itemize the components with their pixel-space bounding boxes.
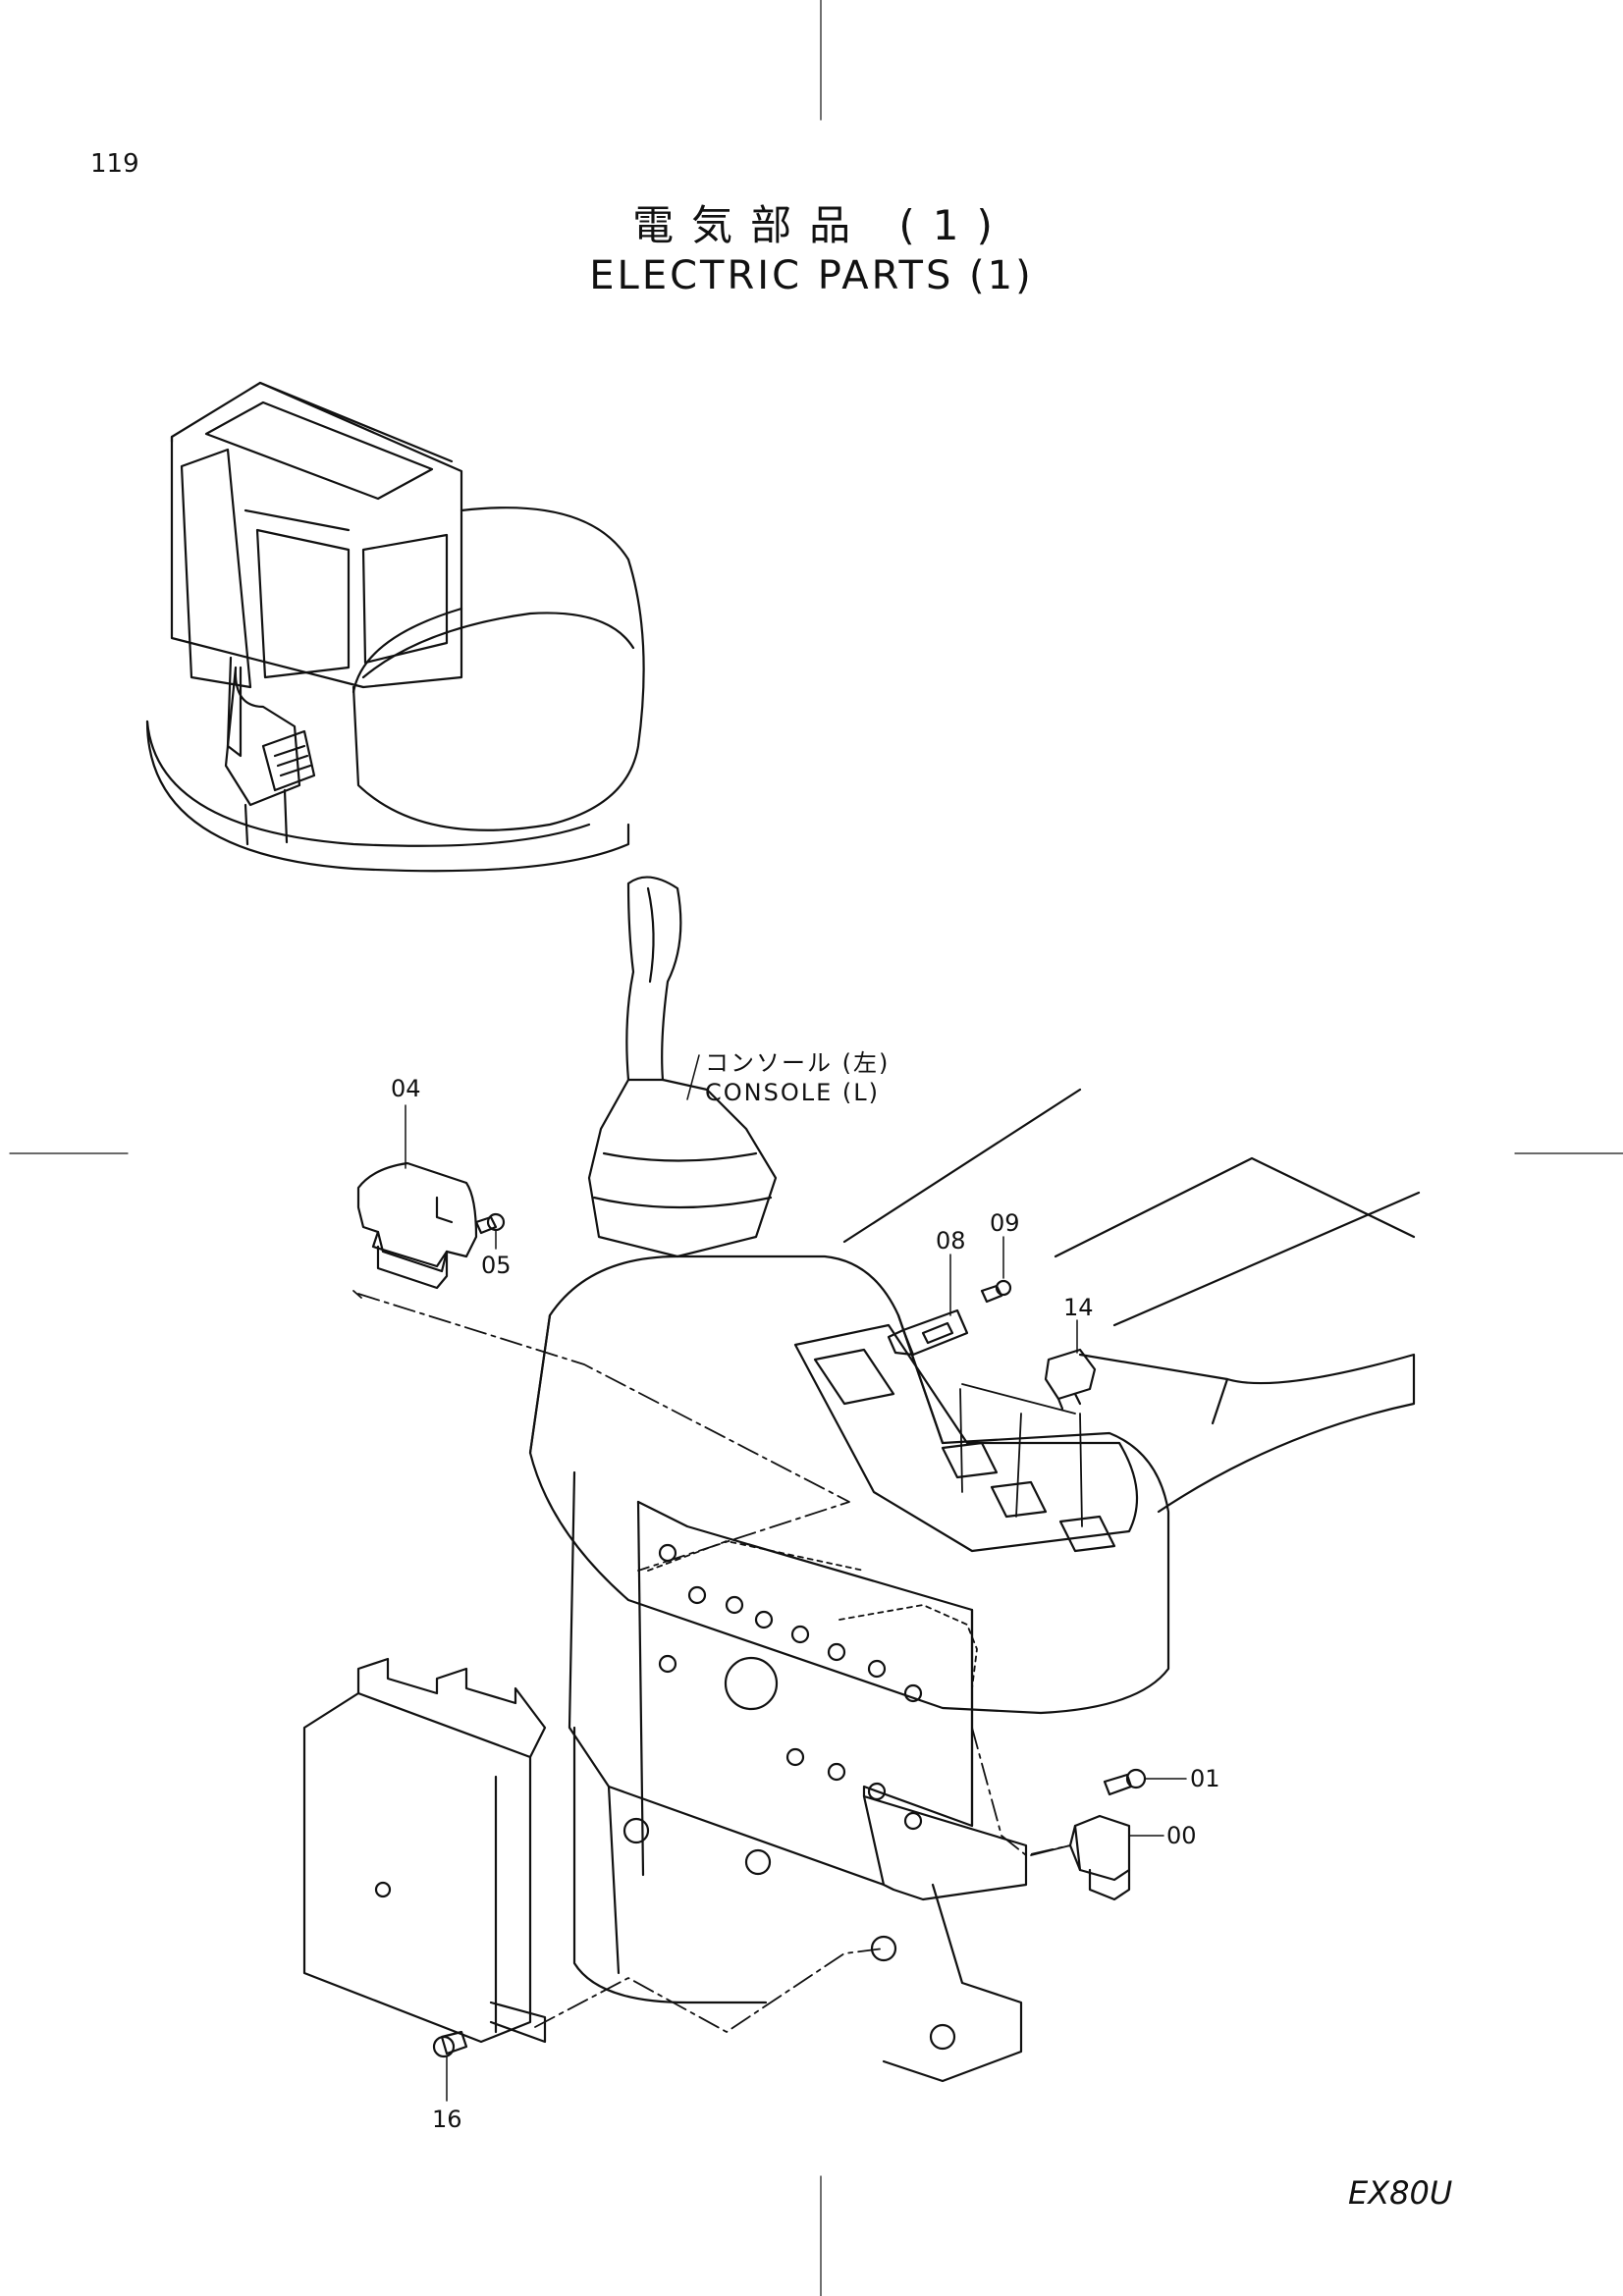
bolt-05 [474,1212,506,1235]
console-label: コンソール (左) CONSOLE (L) [705,1048,890,1107]
registration-marks [9,0,1623,2296]
page-number: 119 [90,149,139,179]
callout-09[interactable]: 09 [990,1209,1020,1237]
relay-04 [356,1161,478,1290]
callout-08[interactable]: 08 [936,1227,966,1255]
console-label-en: CONSOLE (L) [705,1079,880,1106]
model-code: EX80U [1348,2174,1453,2212]
screw-09 [980,1279,1012,1304]
console-assembly [528,876,1421,2083]
bolt-16 [432,2030,468,2058]
bolt-01 [1103,1768,1147,1796]
callout-14[interactable]: 14 [1063,1294,1094,1321]
page-title-jp: 電気部品 (1) [632,201,1010,249]
callout-05[interactable]: 05 [481,1252,512,1279]
switch-08 [887,1308,969,1357]
leader-lines [405,1054,1187,2102]
bracket-bolts [622,1543,956,2051]
page-title-en: ELECTRIC PARTS (1) [589,253,1034,298]
callout-00[interactable]: 00 [1166,1822,1197,1849]
callout-04[interactable]: 04 [391,1075,421,1102]
callout-01[interactable]: 01 [1190,1765,1220,1792]
assembly-lines [352,1290,1083,2033]
connector-00 [1068,1814,1131,1901]
excavator-overview [145,381,645,873]
console-label-jp: コンソール (左) [705,1049,891,1077]
switch-14 [1044,1348,1097,1411]
callout-16[interactable]: 16 [432,2106,462,2133]
controller-unit [302,1657,547,2044]
